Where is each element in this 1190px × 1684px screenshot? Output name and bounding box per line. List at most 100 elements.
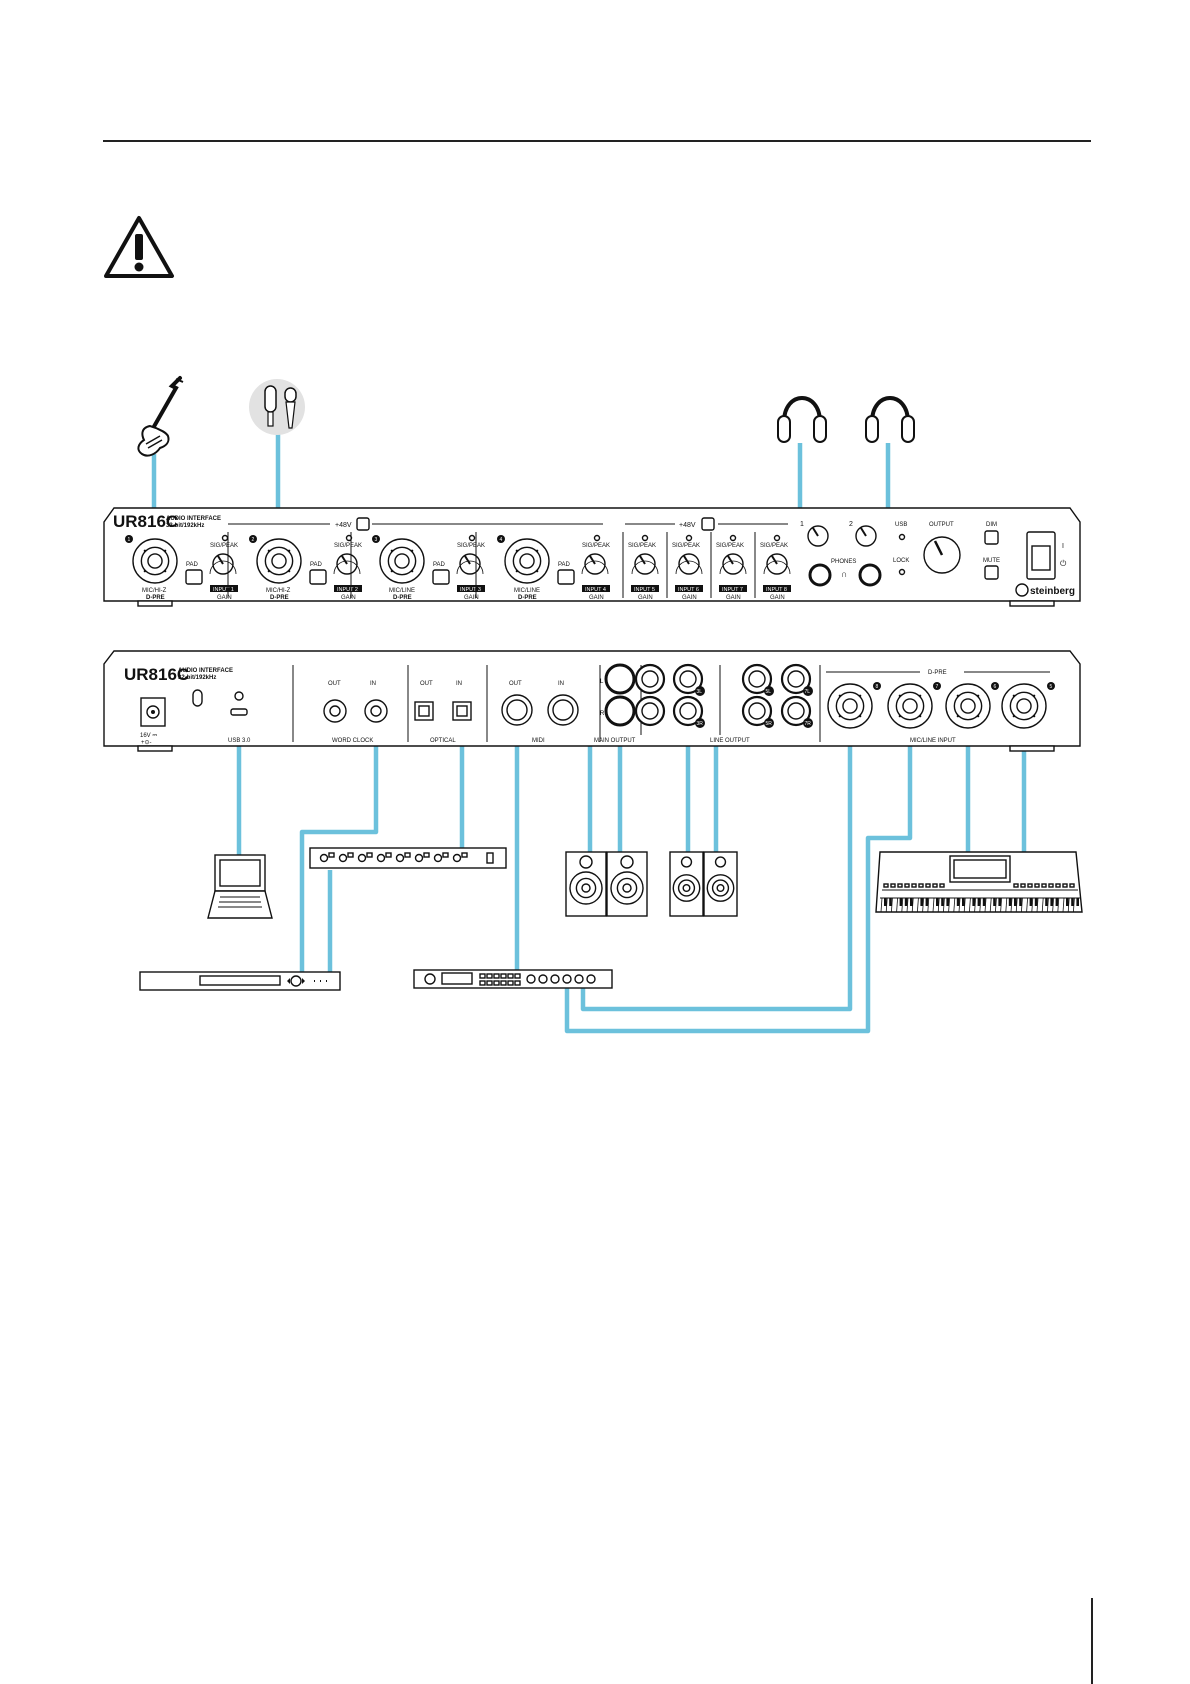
front-panel: UR816C AUDIO INTERFACE 32-bit/192kHz +48… [103, 507, 1081, 607]
line-monitor-speaker-left-icon [669, 851, 704, 917]
input-label: INPUT 4 [585, 587, 606, 593]
dim-button[interactable] [984, 530, 999, 545]
midi-out-label: OUT [509, 681, 522, 687]
sig-peak-label: SIG/PEAK [210, 543, 238, 549]
optical-out-label: OUT [420, 681, 433, 687]
cable-hook [192, 689, 203, 707]
sig-peak-label: SIG/PEAK [457, 543, 485, 549]
usb-port[interactable] [230, 708, 248, 716]
phones-num-1: 1 [800, 521, 804, 528]
channel-dpre-label: D-PRE [270, 595, 289, 601]
cable-wordclock-in [299, 716, 379, 972]
main-l-label: L [600, 679, 604, 685]
mute-button[interactable] [984, 565, 999, 580]
phantom-label-2: +48V [679, 522, 696, 529]
main-r-label: R [600, 711, 605, 717]
sig-peak-led [773, 534, 781, 542]
line-output-jack-label: 5R [766, 721, 773, 727]
pad-button-1[interactable] [185, 569, 203, 585]
preamp-knob [338, 853, 348, 863]
input-label: INPUT 7 [722, 587, 743, 593]
gain-label: GAIN [726, 595, 741, 601]
phones-num-2: 2 [849, 521, 853, 528]
channel-number: 3 [375, 537, 378, 543]
usb-led [898, 533, 906, 541]
sig-peak-label: SIG/PEAK [582, 543, 610, 549]
phones-symbol-icon: ∩ [841, 569, 847, 579]
sig-peak-label: SIG/PEAK [334, 543, 362, 549]
gain-label: GAIN [638, 595, 653, 601]
svg-text:+⊙-: +⊙- [141, 740, 152, 746]
module-jack [586, 974, 596, 984]
preamp-knob [319, 853, 329, 863]
channel-number: 4 [500, 537, 503, 543]
usb-label: USB [895, 522, 907, 528]
sig-peak-label: SIG/PEAK [716, 543, 744, 549]
main-output-l-jack[interactable] [604, 663, 636, 695]
pad-label: PAD [433, 562, 446, 568]
module-jack [550, 974, 560, 984]
main-monitor-speaker-left-icon [565, 851, 607, 917]
main-output-r-jack[interactable] [604, 695, 636, 727]
channel-number-badge [372, 535, 380, 543]
pad-button-3[interactable] [432, 569, 450, 585]
headphones-icon-1 [777, 396, 827, 443]
sig-peak-led [593, 534, 601, 542]
rear-model: UR816C [124, 665, 189, 684]
preamp-knob [452, 853, 462, 863]
sig-peak-led [729, 534, 737, 542]
channel-number-badge [125, 535, 133, 543]
channel-type-label: MIC/LINE [389, 588, 415, 594]
sig-peak-led [468, 534, 476, 542]
rear-input-number: 7 [936, 684, 939, 690]
dc-in-jack[interactable] [140, 697, 166, 727]
module-jack [538, 974, 548, 984]
phantom-switch-2[interactable] [701, 517, 715, 531]
channel-dpre-label: D-PRE [146, 595, 165, 601]
phones-jack-1[interactable] [808, 563, 832, 587]
midi-label: MIDI [532, 738, 545, 744]
rear-input-number: 6 [994, 684, 997, 690]
power-standby-icon: ⏻ [1060, 559, 1067, 568]
pad-button-4[interactable] [557, 569, 575, 585]
power-on-label: I [1062, 543, 1064, 550]
gain-label: GAIN [589, 595, 604, 601]
keyboard-synthesizer-icon [875, 851, 1083, 913]
midi-effects-module-device [413, 969, 613, 989]
phones-label: PHONES [831, 559, 856, 565]
warning-triangle-icon [104, 216, 174, 278]
footer-rule [1091, 1598, 1093, 1684]
phones-jack-2[interactable] [858, 563, 882, 587]
usb-port-label: USB 3.0 [228, 738, 251, 744]
line-output-jack-label: 7L [805, 689, 811, 695]
steinberg-logo-icon [1015, 583, 1029, 597]
channel-type-label: MIC/HI-Z [142, 588, 167, 594]
module-jack [526, 974, 536, 984]
sig-peak-led [685, 534, 693, 542]
mute-label: MUTE [983, 558, 1000, 564]
phantom-switch-1[interactable] [356, 517, 370, 531]
gain-label: GAIN [464, 595, 479, 601]
front-subtitle-1: AUDIO INTERFACE [166, 516, 221, 522]
gain-label: GAIN [770, 595, 785, 601]
wordclock-label: WORD CLOCK [332, 738, 373, 744]
optical-label: OPTICAL [430, 738, 456, 744]
channel-number-badge [249, 535, 257, 543]
main-monitor-speaker-right-icon [606, 851, 648, 917]
wordclock-in-label: IN [370, 681, 376, 687]
pad-button-2[interactable] [309, 569, 327, 585]
line-output-jack-label: 3L [697, 689, 703, 695]
lock-led [898, 568, 906, 576]
rear-panel: UR816C AUDIO INTERFACE 32-bit/192kHz 16V… [103, 650, 1081, 752]
channel-dpre-label: D-PRE [518, 595, 537, 601]
sig-peak-led [641, 534, 649, 542]
output-label: OUTPUT [929, 522, 954, 528]
sig-peak-label: SIG/PEAK [628, 543, 656, 549]
pad-label: PAD [310, 562, 323, 568]
input-label: INPUT 6 [678, 587, 699, 593]
electric-guitar-icon [137, 376, 184, 457]
gain-label: GAIN [341, 595, 356, 601]
channel-dpre-label: D-PRE [393, 595, 412, 601]
gain-label: GAIN [217, 595, 232, 601]
